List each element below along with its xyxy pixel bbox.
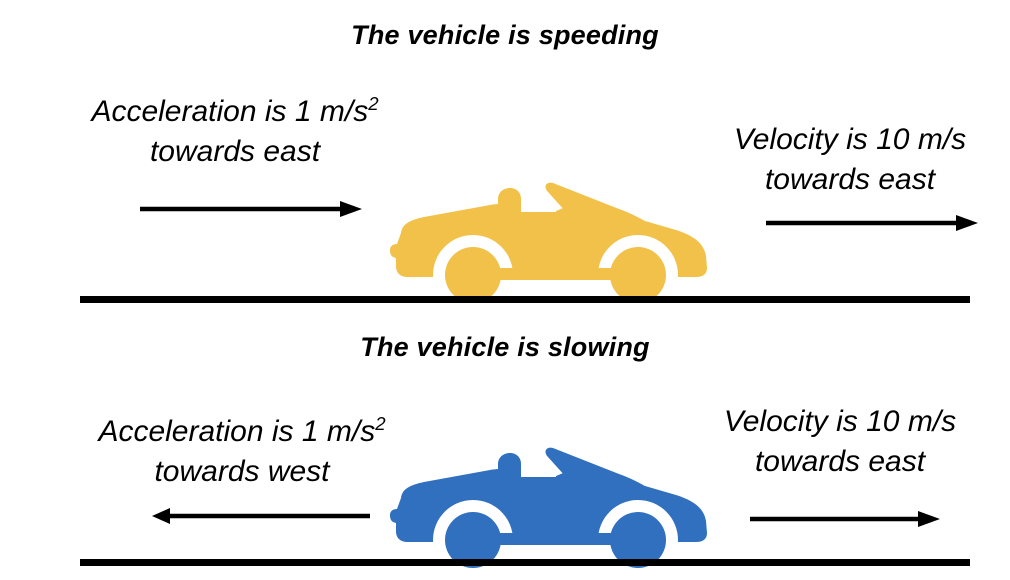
acceleration-label-bottom: Acceleration is 1 m/s2 towards west <box>62 412 422 491</box>
acceleration-text-line1: Acceleration is 1 m/s <box>98 415 376 448</box>
acceleration-label-top: Acceleration is 1 m/s2 towards east <box>40 92 430 171</box>
ground-line-bottom <box>80 559 970 566</box>
velocity-arrow-right-icon <box>766 215 978 231</box>
acceleration-text-line2: towards west <box>154 454 330 488</box>
acceleration-exponent: 2 <box>368 93 379 114</box>
wheel-front-yellow <box>445 247 501 303</box>
velocity-text-line2: towards east <box>754 444 926 478</box>
velocity-label-top: Velocity is 10 m/s towards east <box>700 120 1000 199</box>
velocity-label-bottom: Velocity is 10 m/s towards east <box>690 402 990 481</box>
acceleration-arrow-left-icon <box>152 508 370 524</box>
acceleration-arrow-right-icon <box>140 201 362 217</box>
acceleration-exponent: 2 <box>375 413 386 434</box>
wheel-rear-yellow <box>610 247 666 303</box>
panel-title-slowing: The vehicle is slowing <box>360 332 650 362</box>
ground-line-top <box>80 296 970 303</box>
wheel-rear-blue <box>610 512 666 568</box>
acceleration-text-line1: Acceleration is 1 m/s <box>91 95 369 128</box>
acceleration-text-line2: towards east <box>149 134 321 168</box>
velocity-text-line2: towards east <box>764 162 936 196</box>
velocity-arrow-right-icon <box>750 511 940 527</box>
velocity-text-line1: Velocity is 10 m/s <box>723 405 957 438</box>
panel-speeding: The vehicle is speeding Acceleration is … <box>40 20 1000 315</box>
panel-slowing: The vehicle is slowing <box>0 310 1010 580</box>
panel-title-speeding: The vehicle is speeding <box>351 20 659 50</box>
velocity-text-line1: Velocity is 10 m/s <box>733 123 967 156</box>
car-yellow <box>390 182 707 315</box>
car-blue <box>390 447 707 580</box>
wheel-front-blue <box>445 512 501 568</box>
